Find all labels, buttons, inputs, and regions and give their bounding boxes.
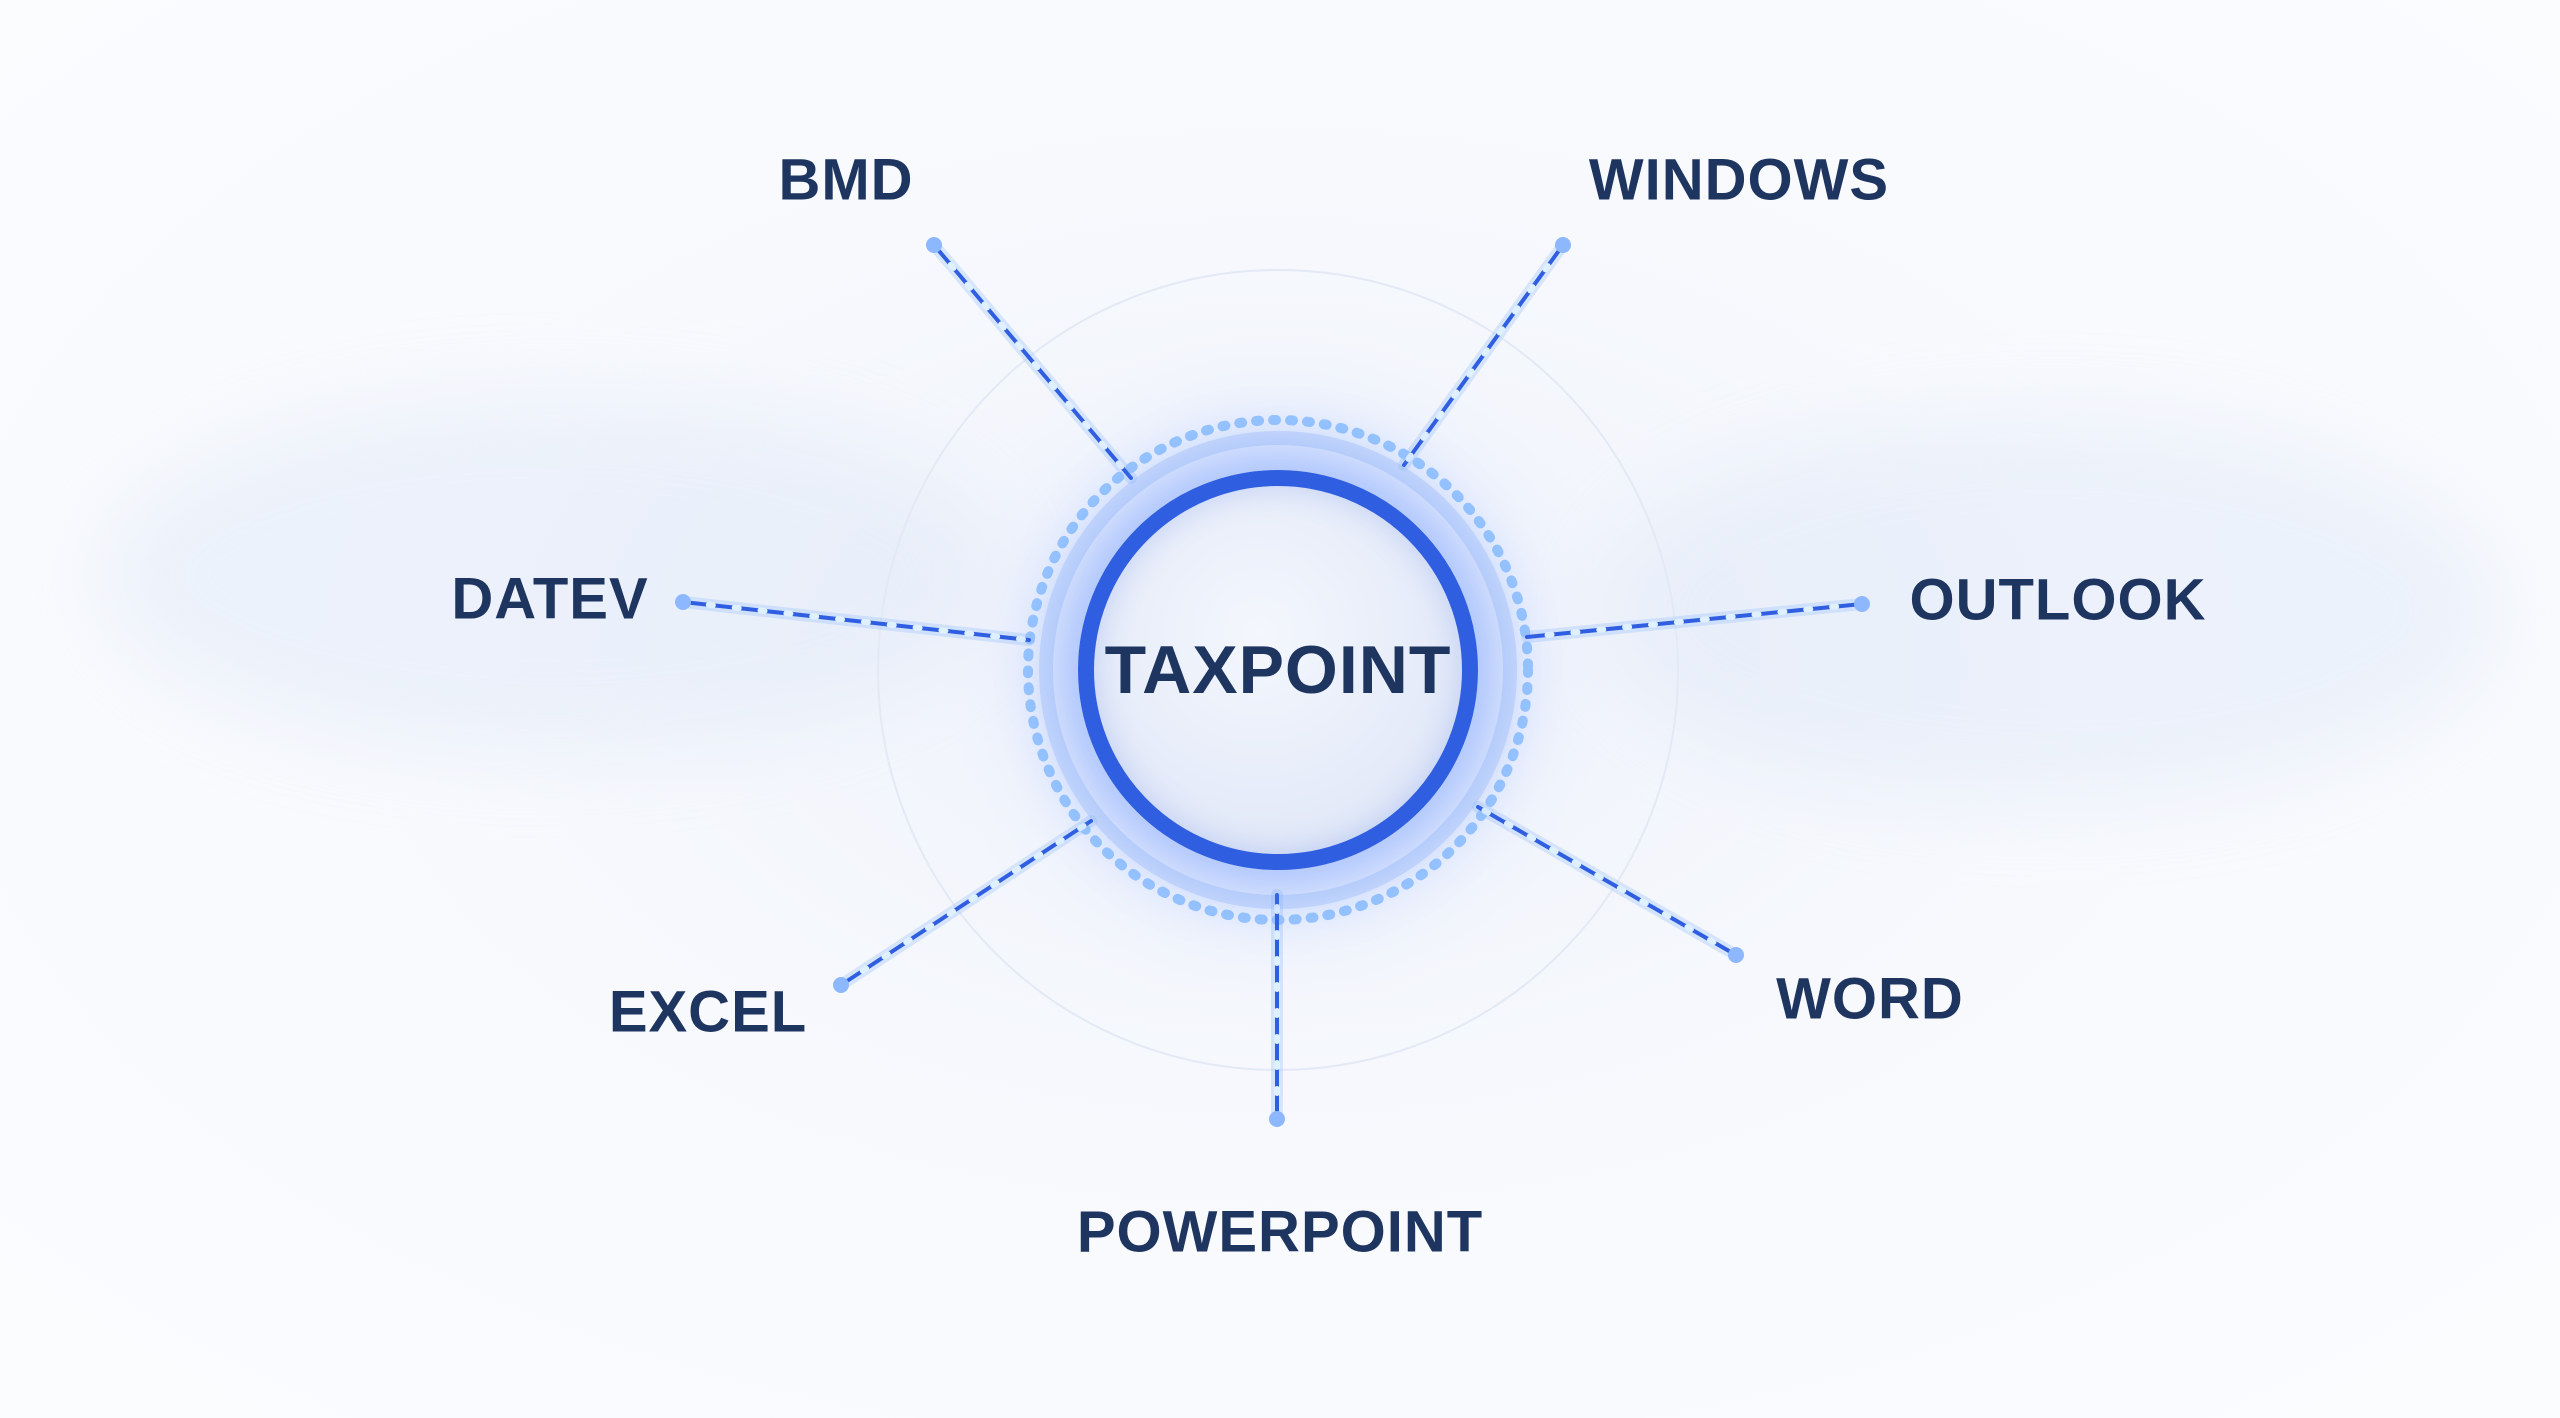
node-windows[interactable]: WINDOWS xyxy=(1588,147,1890,213)
spoke-endpoint-bmd xyxy=(926,237,942,253)
node-outlook[interactable]: OUTLOOK xyxy=(1909,567,2207,633)
node-datev[interactable]: DATEV xyxy=(451,566,649,632)
spoke-dots-word xyxy=(1475,804,1739,958)
spoke-dots-outlook xyxy=(1524,601,1865,640)
node-word[interactable]: WORD xyxy=(1776,966,1964,1032)
hub-label: TAXPOINT xyxy=(1104,632,1452,708)
taxpoint-hub[interactable]: TAXPOINT xyxy=(1078,470,1478,870)
spoke-dots-windows xyxy=(1401,242,1566,468)
node-bmd[interactable]: BMD xyxy=(778,147,914,213)
spoke-endpoint-excel xyxy=(833,977,849,993)
background-wave-right xyxy=(1600,420,2500,800)
node-powerpoint[interactable]: POWERPOINT xyxy=(1076,1199,1484,1265)
spoke-endpoint-datev xyxy=(675,594,691,610)
spoke-dots-bmd xyxy=(931,242,1134,481)
spoke-dots-datev xyxy=(680,599,1032,643)
spoke-endpoint-windows xyxy=(1555,237,1571,253)
spoke-endpoint-outlook xyxy=(1854,596,1870,612)
spoke-endpoint-powerpoint xyxy=(1269,1111,1285,1127)
node-excel[interactable]: EXCEL xyxy=(608,979,808,1045)
spoke-dots-excel xyxy=(838,818,1094,988)
spoke-endpoint-word xyxy=(1728,947,1744,963)
background-wave-left xyxy=(100,400,1000,750)
